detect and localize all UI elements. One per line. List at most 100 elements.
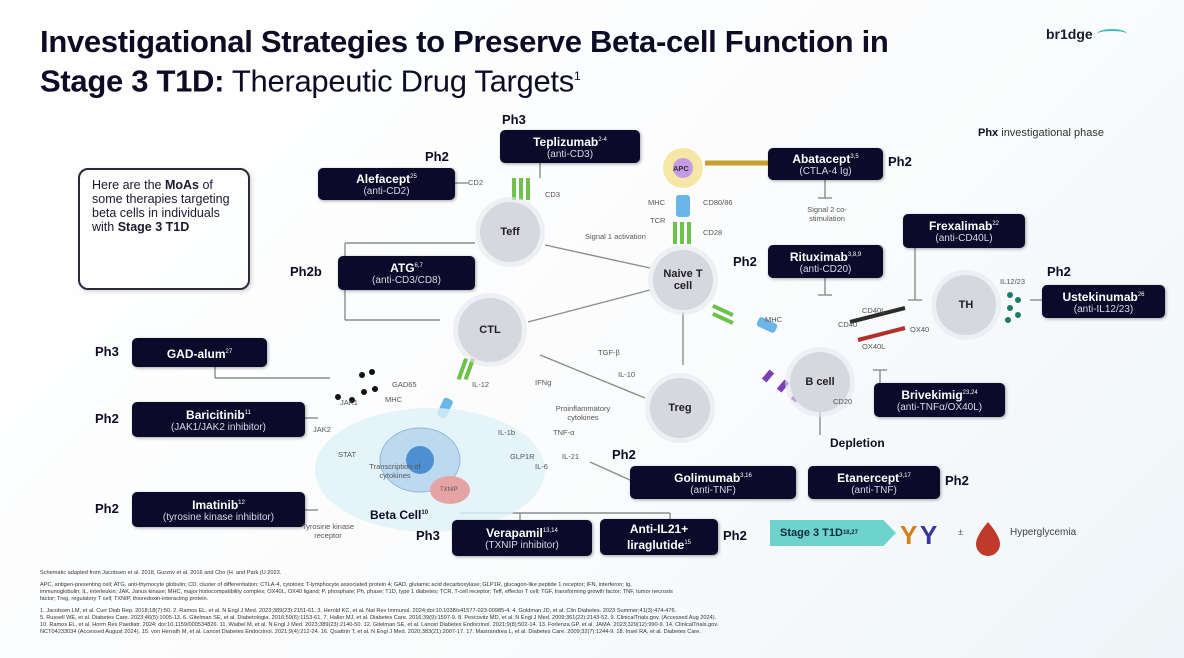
phase-label: Ph2	[945, 473, 969, 488]
cell-ctl: CTL	[458, 298, 522, 362]
drug-target: (tyrosine kinase inhibitor)	[162, 511, 275, 523]
drug-box: GAD-alum27	[132, 338, 267, 367]
phase-label: Ph2b	[290, 264, 322, 279]
drug-box: Brivekimig23,24(anti-TNFα/OX40L)	[874, 383, 1005, 417]
pathway-label: CD40L	[862, 306, 886, 315]
pathway-label: MHC	[765, 315, 783, 324]
inhibit-treg-to-ctl	[539, 354, 646, 399]
phase-label: Ph2	[95, 411, 119, 426]
drug-box: Anti-IL21+ liraglutide15	[600, 519, 718, 555]
pathway-label: CD28	[703, 228, 723, 237]
phase-label: Ph3	[95, 344, 119, 359]
drug-box: Etanercept3,17(anti-TNF)	[808, 466, 940, 499]
drug-target: (TXNIP inhibitor)	[485, 540, 559, 551]
page-title: Investigational Strategies to Preserve B…	[40, 24, 889, 99]
blood-drop-icon	[976, 522, 1000, 556]
tcr-receptors	[456, 178, 734, 381]
drug-box: Golimumab3,16(anti-TNF)	[630, 466, 796, 499]
phase-label: Ph3	[416, 528, 440, 543]
phase-label: Ph2	[733, 254, 757, 269]
pathway-label: IL-12	[472, 380, 490, 389]
drug-box: Teplizumab2-4(anti-CD3)	[500, 130, 640, 163]
pathway-label: CD40	[838, 320, 858, 329]
pathway-label: TNF-α	[553, 428, 575, 437]
pathway-label: GLP1R	[510, 452, 535, 461]
drug-target: (JAK1/JAK2 inhibitor)	[170, 421, 267, 433]
txnip-label: TXNIP	[440, 487, 458, 493]
drug-target: (anti-CD40L)	[935, 233, 993, 244]
phase-label: Ph2	[1047, 264, 1071, 279]
footer-abbrev-3: factor; Treg, regulatory T cell; TXNIP, …	[40, 596, 209, 602]
drug-target: (anti-CD20)	[799, 263, 852, 275]
phase-label: Ph2	[612, 447, 636, 462]
drug-target: (anti-CD3/CD8)	[372, 275, 441, 286]
pathway-label: CD20	[833, 397, 853, 406]
drug-box: Ustekinumab26(anti-IL12/23)	[1042, 285, 1165, 318]
drug-box: Frexalimab22(anti-CD40L)	[903, 214, 1025, 248]
pathway-label: Signal 2 co-stimulation	[807, 205, 847, 223]
info-box: Here are the MoAs of some therapies targ…	[78, 168, 250, 290]
drug-name: Ustekinumab26	[1062, 289, 1145, 304]
pathway-label: MHC	[385, 395, 403, 404]
drug-target: (anti-CD2)	[363, 186, 410, 197]
drug-name: Golimumab3,16	[674, 470, 752, 485]
drug-target: (CTLA-4 Ig)	[799, 166, 852, 177]
footer-refs-1: 1. Jacobsen LM, et al. Curr Diab Rep. 20…	[40, 608, 677, 614]
depletion-label: Depletion	[830, 436, 885, 450]
drug-target: (anti-CD3)	[546, 148, 594, 160]
drug-box: ATG6,7(anti-CD3/CD8)	[338, 256, 475, 290]
drug-name: GAD-alum27	[166, 346, 233, 361]
pathway-label: JAK1	[340, 398, 358, 407]
bridge-logo: br1dge	[1046, 26, 1127, 42]
antibody-icon-blue: Y	[920, 520, 937, 550]
pathway-label: TCR	[650, 216, 666, 225]
footer-refs-2: 5. Russell WE, et al. Diabetes Care. 202…	[40, 615, 717, 621]
footer-refs-3: 10. Ramos EL, et al. Horm Res Paediatr. …	[40, 622, 719, 628]
cell-th: TH	[936, 275, 996, 335]
arrow-naive-to-teff	[544, 244, 651, 269]
cell-b: B cell	[790, 352, 850, 412]
drug-name: Baricitinib11	[186, 407, 251, 422]
pathway-label: IL-21	[562, 452, 580, 461]
drug-target: (anti-TNFα/OX40L)	[896, 402, 983, 413]
drug-target: (anti-IL12/23)	[1073, 303, 1134, 315]
drug-target: (anti-TNF)	[851, 484, 897, 496]
apc-label: APC	[673, 164, 689, 173]
phase-label: Ph3	[502, 112, 526, 127]
pathway-label: IL-6	[535, 462, 548, 471]
drug-name: Verapamil13,14	[486, 526, 558, 540]
phase-legend: Phx investigational phase	[978, 127, 1104, 139]
drug-name: Etanercept3,17	[837, 470, 911, 485]
hyperglycemia-label: Hyperglycemia	[1010, 527, 1077, 538]
footer-abbrev-1: APC, antigen-presenting cell; ATG, anti-…	[40, 582, 632, 588]
drug-target: (anti-TNF)	[690, 484, 736, 496]
drug-name: Anti-IL21+ liraglutide15	[626, 522, 692, 552]
txnip-organelle	[430, 476, 470, 504]
drug-name: Rituximab3,8,9	[789, 249, 862, 264]
drug-name: Frexalimab22	[928, 219, 1000, 233]
drug-name: ATG6,7	[390, 261, 423, 275]
pathway-label: Signal 1 activation	[585, 232, 646, 241]
phase-label: Ph2	[888, 154, 912, 169]
pathway-label: Proinflammatory cytokines	[555, 404, 611, 422]
pathway-label: MHC	[648, 198, 666, 207]
drug-name: Brivekimig23,24	[901, 388, 978, 402]
footer-refs-4: NCT04233034 (Accessed August 2024). 15. …	[40, 629, 701, 635]
drug-box: Verapamil13,14(TXNIP inhibitor)	[452, 520, 592, 556]
drug-box: Alefacept25(anti-CD2)	[318, 168, 455, 200]
pathway-label: IL-10	[618, 370, 636, 379]
drug-box: Abatacept3,5(CTLA-4 Ig)	[768, 148, 883, 180]
drug-name: Abatacept3,5	[792, 152, 859, 166]
cell-treg: Treg	[650, 378, 710, 438]
drug-name: Alefacept25	[356, 172, 417, 186]
pathway-label: TGF-β	[598, 348, 620, 357]
pathway-label: IFNg	[535, 378, 552, 387]
drug-name: Imatinib12	[192, 497, 245, 512]
phase-label: Ph2	[95, 501, 119, 516]
pathway-label: IL-1b	[498, 428, 516, 437]
pathway-label: STAT	[338, 450, 357, 459]
pathway-label: Transcription of cytokines	[369, 462, 421, 480]
arrow-naive-to-ctl	[527, 289, 651, 323]
